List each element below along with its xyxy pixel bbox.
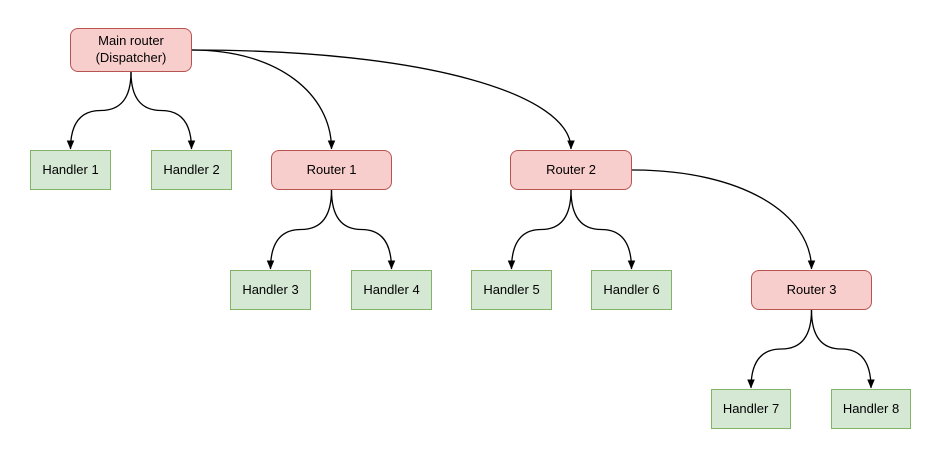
- node-handler-3: Handler 3: [230, 270, 311, 310]
- node-handler-6: Handler 6: [591, 270, 672, 310]
- edge-main-router-to-router-2: [191, 49, 575, 150]
- node-label: (Dispatcher): [95, 50, 167, 65]
- edge-main-router-to-router-1: [191, 49, 336, 150]
- node-handler-4: Handler 4: [351, 270, 432, 310]
- edge-router-1-to-handler-4: [330, 189, 396, 270]
- node-router-1: Router 1: [271, 150, 392, 190]
- node-label: Handler 2: [163, 161, 220, 177]
- node-handler-1: Handler 1: [30, 150, 111, 190]
- node-router-3: Router 3: [751, 270, 872, 310]
- node-handler-7: Handler 7: [711, 389, 791, 429]
- node-label: Handler 4: [363, 281, 420, 297]
- edge-router-3-to-handler-8: [810, 309, 875, 389]
- node-handler-5: Handler 5: [471, 270, 552, 310]
- node-main-router: Main router(Dispatcher): [70, 28, 192, 72]
- edge-router-3-to-handler-7: [747, 309, 813, 389]
- edge-main-router-to-handler-1: [66, 71, 132, 150]
- node-label: Handler 6: [603, 281, 660, 297]
- node-handler-2: Handler 2: [151, 150, 232, 190]
- node-label: Router 1: [306, 161, 357, 177]
- edge-router-1-to-handler-3: [266, 189, 333, 270]
- edge-router-2-to-handler-5: [507, 189, 572, 270]
- node-label: Handler 8: [842, 400, 900, 416]
- node-label: Router 3: [786, 281, 837, 297]
- node-label: Handler 5: [483, 281, 540, 297]
- node-router-2: Router 2: [510, 150, 632, 190]
- node-label: Handler 7: [722, 400, 780, 416]
- edge-router-2-to-handler-6: [570, 189, 636, 270]
- node-label: Main router: [98, 33, 164, 49]
- edge-main-router-to-handler-2: [130, 71, 196, 150]
- node-label: Router 2: [546, 161, 596, 177]
- node-label: Handler 3: [242, 281, 299, 297]
- edge-router-2-to-router-3: [631, 169, 816, 270]
- node-handler-8: Handler 8: [831, 389, 911, 429]
- node-label: Handler 1: [42, 161, 99, 177]
